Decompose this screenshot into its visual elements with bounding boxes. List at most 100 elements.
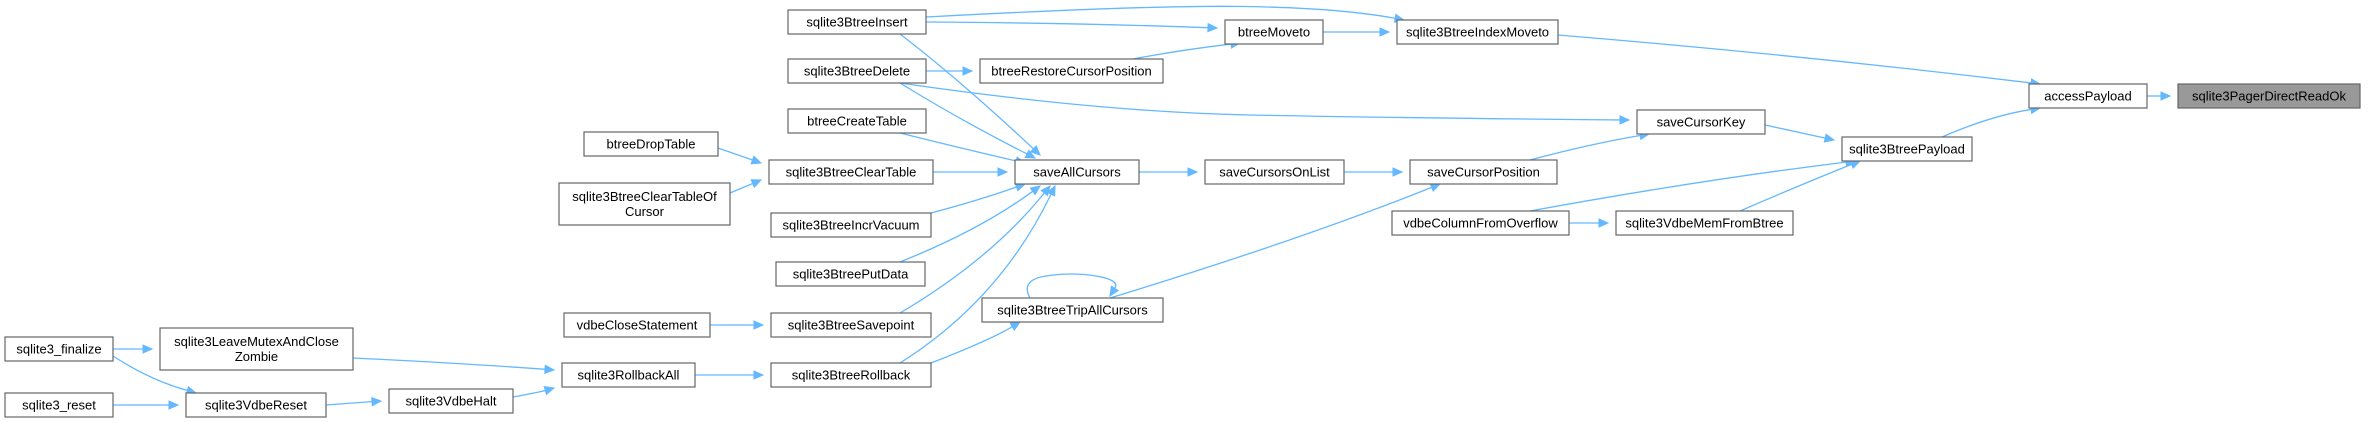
edge-line <box>1529 134 1641 161</box>
edge-line <box>512 389 546 398</box>
edge-line <box>1764 124 1826 139</box>
node-box <box>1396 19 1559 45</box>
node-box <box>770 362 932 388</box>
node-vh[interactable]: sqlite3VdbeHalt <box>388 388 514 414</box>
edge-line <box>899 33 1034 150</box>
edge-bm-to-bim <box>1323 27 1391 37</box>
edge-scp-to-sck <box>1529 130 1651 161</box>
node-sck[interactable]: saveCursorKey <box>1636 109 1766 135</box>
edge-line <box>352 357 546 370</box>
edge-arrowhead <box>142 344 154 354</box>
edge-arrowhead <box>2160 91 2172 101</box>
edges-layer <box>112 5 2172 410</box>
edge-line <box>325 401 373 406</box>
edge-bctc-to-bclt <box>729 179 763 194</box>
node-box <box>1841 136 1973 162</box>
node-label: sqlite3BtreeIncrVacuum <box>782 218 919 233</box>
node-ap[interactable]: accessPayload <box>2028 83 2148 109</box>
edge-arrowhead <box>544 364 556 375</box>
node-bsp[interactable]: sqlite3BtreeSavepoint <box>770 312 932 338</box>
node-box <box>1014 159 1140 185</box>
edge-fin-to-lmcz <box>113 344 154 354</box>
node-label: vdbeColumnFromOverflow <box>1403 216 1558 231</box>
edge-line <box>899 132 1017 162</box>
edge-brcp-to-bm <box>1132 39 1242 60</box>
edge-sac-to-scol <box>1139 167 1199 177</box>
node-btac[interactable]: sqlite3BtreeTripAllCursors <box>981 297 1164 323</box>
edge-line <box>925 5 1396 19</box>
node-fin[interactable]: sqlite3_finalize <box>4 336 114 362</box>
edge-line <box>1026 273 1117 299</box>
edge-line <box>1529 161 1847 212</box>
edge-line <box>899 190 1034 263</box>
node-label: saveCursorPosition <box>1427 165 1540 180</box>
node-bclt[interactable]: sqlite3BtreeClearTable <box>768 159 934 185</box>
node-biv[interactable]: sqlite3BtreeIncrVacuum <box>770 212 932 238</box>
edge-line <box>1739 163 1852 212</box>
edge-arrowhead <box>1187 167 1199 177</box>
node-brcp[interactable]: btreeRestoreCursorPosition <box>979 58 1164 84</box>
edge-vcs-to-bsp <box>710 320 765 330</box>
edge-line <box>899 192 1045 314</box>
node-bdt[interactable]: btreeDropTable <box>583 131 719 157</box>
node-bm[interactable]: btreeMoveto <box>1224 19 1324 45</box>
node-bpd[interactable]: sqlite3BtreePutData <box>775 261 926 287</box>
edge-line <box>899 82 1621 121</box>
node-bd[interactable]: sqlite3BtreeDelete <box>787 58 927 84</box>
node-pdrok[interactable]: sqlite3PagerDirectReadOk <box>2177 83 2361 109</box>
node-box <box>1204 159 1345 185</box>
node-vrst[interactable]: sqlite3VdbeReset <box>185 392 327 418</box>
node-bi[interactable]: sqlite3BtreeInsert <box>787 9 927 35</box>
edge-arrowhead <box>750 179 763 189</box>
node-bct[interactable]: btreeCreateTable <box>787 108 927 134</box>
node-label: saveCursorsOnList <box>1219 165 1330 180</box>
node-box <box>1391 210 1570 236</box>
edge-arrowhead <box>750 155 763 165</box>
edge-lmcz-to-rba <box>352 357 556 375</box>
edge-arrowhead <box>753 370 765 380</box>
edge-arrowhead <box>1619 115 1631 125</box>
node-label: Zombie <box>235 349 278 364</box>
node-bim[interactable]: sqlite3BtreeIndexMoveto <box>1396 19 1559 45</box>
edge-bd-to-brcp <box>926 66 974 76</box>
edge-biv-to-sac <box>930 182 1027 214</box>
edge-vcfo-to-bp <box>1529 157 1857 212</box>
node-box <box>787 58 927 84</box>
edge-bd-to-sac <box>899 82 1037 159</box>
node-vcfo[interactable]: vdbeColumnFromOverflow <box>1391 210 1570 236</box>
edge-arrowhead <box>1046 184 1056 197</box>
edge-vcfo-to-vmfb <box>1569 218 1610 228</box>
node-label: sqlite3_finalize <box>16 342 101 357</box>
node-box <box>159 327 354 371</box>
edge-bdt-to-bclt <box>717 147 763 165</box>
node-rst[interactable]: sqlite3_reset <box>4 392 114 418</box>
node-vcs[interactable]: vdbeCloseStatement <box>563 312 711 338</box>
edge-arrowhead <box>1207 22 1219 33</box>
edge-bd-to-sck <box>899 82 1631 125</box>
node-scol[interactable]: saveCursorsOnList <box>1204 159 1345 185</box>
edge-line <box>1557 34 2032 84</box>
node-bp[interactable]: sqlite3BtreePayload <box>1841 136 1973 162</box>
edge-line <box>899 82 1028 155</box>
node-box <box>981 297 1164 323</box>
node-sac[interactable]: saveAllCursors <box>1014 159 1140 185</box>
node-label: Cursor <box>625 204 665 219</box>
node-box <box>1615 210 1794 236</box>
node-brb[interactable]: sqlite3BtreeRollback <box>770 362 932 388</box>
node-label: sqlite3BtreeDelete <box>804 64 910 79</box>
edge-ap-to-pdrok <box>2147 91 2172 101</box>
edge-arrowhead <box>371 396 383 407</box>
edge-arrowhead <box>1379 27 1391 37</box>
node-box <box>561 362 696 388</box>
edge-brb-to-sac <box>899 184 1056 364</box>
edge-btac-to-scp <box>1109 183 1442 299</box>
node-scp[interactable]: saveCursorPosition <box>1409 159 1558 185</box>
node-vmfb[interactable]: sqlite3VdbeMemFromBtree <box>1615 210 1794 236</box>
node-rba[interactable]: sqlite3RollbackAll <box>561 362 696 388</box>
edge-arrowhead <box>1024 149 1037 159</box>
node-label: btreeRestoreCursorPosition <box>991 64 1151 79</box>
node-box <box>787 9 927 35</box>
edge-scol-to-scp <box>1344 167 1404 177</box>
